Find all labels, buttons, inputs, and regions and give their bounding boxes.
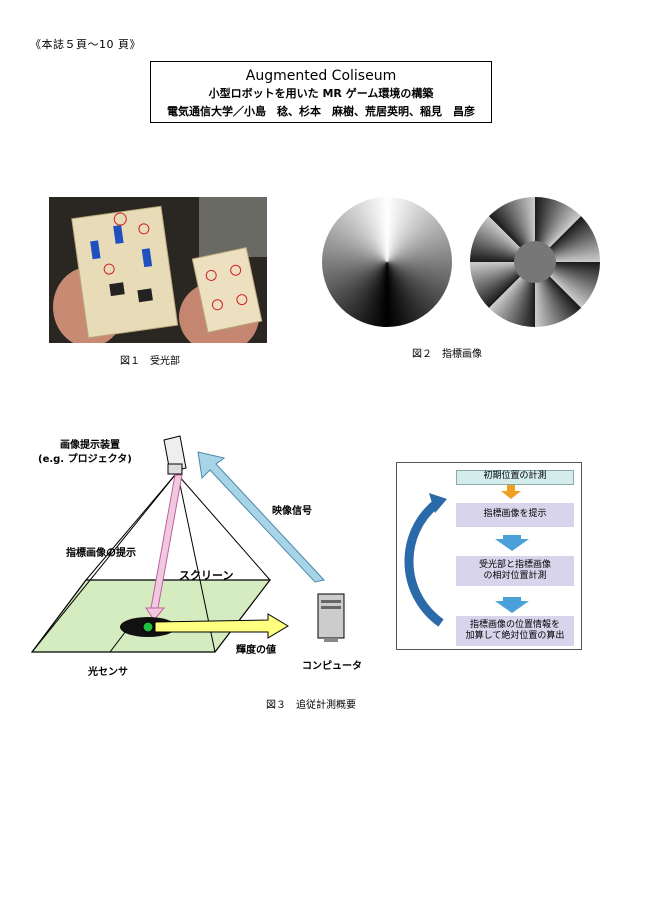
computer-label: コンピュータ bbox=[302, 661, 362, 672]
projector-icon bbox=[163, 435, 187, 475]
index-image-quadrant-disk bbox=[470, 197, 600, 327]
title-japanese: 小型ロボットを用いた MR ゲーム環境の構築 bbox=[208, 87, 434, 100]
flow-arrows bbox=[404, 485, 529, 627]
figure-1-caption: 図１ 受光部 bbox=[120, 356, 180, 367]
brightness-arrow bbox=[154, 613, 289, 639]
projector-label: 画像提示装置 bbox=[60, 440, 120, 451]
video-signal-label: 映像信号 bbox=[272, 506, 312, 517]
authors: 電気通信大学／小島 稔、杉本 麻樹、荒居英明、稲見 昌彦 bbox=[167, 105, 475, 118]
brightness-label: 輝度の値 bbox=[236, 645, 276, 656]
flow-step-3: 受光部と指標画像 の相対位置計測 bbox=[456, 556, 574, 586]
index-image-label: 指標画像の提示 bbox=[66, 548, 136, 559]
screen-label: スクリーン bbox=[179, 569, 234, 582]
flow-step-3-line-1: 受光部と指標画像 bbox=[478, 560, 551, 570]
flow-step-2: 指標画像を提示 bbox=[456, 503, 574, 527]
flow-step-1: 初期位置の計測 bbox=[456, 470, 574, 485]
video-signal-arrow bbox=[197, 451, 325, 583]
projector-example: (e.g. プロジェクタ) bbox=[38, 454, 132, 465]
flow-step-4: 指標画像の位置情報を 加算して絶対位置の算出 bbox=[456, 616, 574, 646]
page-reference: 《本誌５頁〜10 頁》 bbox=[30, 38, 141, 51]
sensor-dot bbox=[142, 621, 154, 633]
measurement-flowchart: 初期位置の計測 指標画像を提示 受光部と指標画像 の相対位置計測 指標画像の位置… bbox=[396, 462, 582, 650]
sensor-label: 光センサ bbox=[88, 667, 128, 678]
disk-center bbox=[514, 241, 556, 283]
figure-2-caption: 図２ 指標画像 bbox=[412, 349, 482, 360]
tracking-diagram bbox=[30, 435, 345, 653]
title-box: Augmented Coliseum 小型ロボットを用いた MR ゲーム環境の構… bbox=[150, 61, 492, 123]
index-image-gradient-disk bbox=[322, 197, 452, 327]
title-english: Augmented Coliseum bbox=[245, 68, 397, 84]
flow-step-4-line-1: 指標画像の位置情報を bbox=[469, 620, 560, 630]
flow-step-4-line-2: 加算して絶対位置の算出 bbox=[465, 631, 565, 641]
figure-3-caption: 図３ 追従計測概要 bbox=[266, 700, 356, 711]
flow-step-3-line-2: の相対位置計測 bbox=[483, 571, 547, 581]
receiver-photo bbox=[49, 197, 267, 343]
computer-icon bbox=[317, 593, 345, 642]
